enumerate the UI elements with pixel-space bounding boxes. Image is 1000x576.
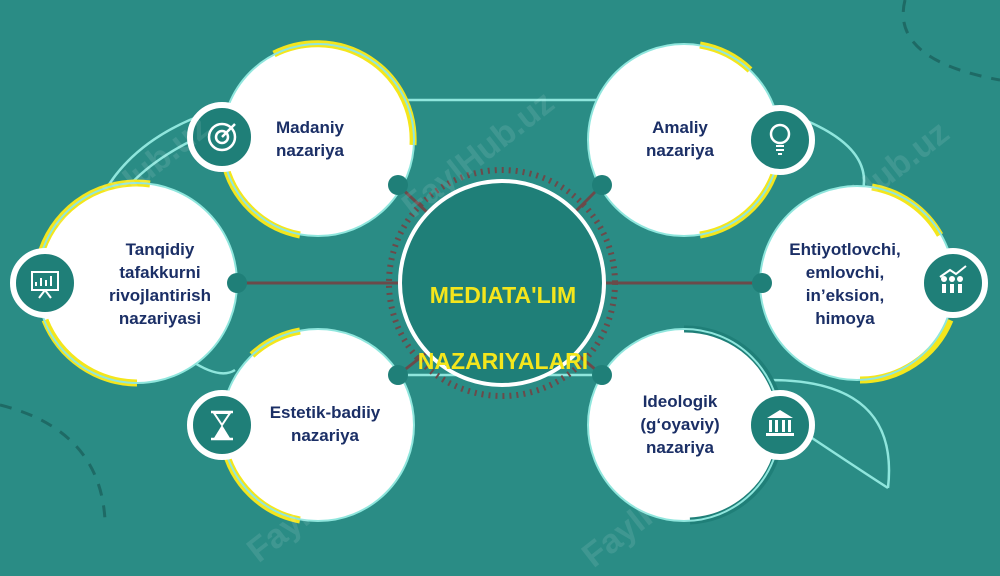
- node-circle-estetik: [222, 329, 414, 521]
- node-circle-madaniy: [222, 44, 414, 236]
- institution-icon: [745, 390, 815, 460]
- node-circle-ideologik: [588, 329, 780, 521]
- people-growth-icon: [918, 248, 988, 318]
- node-circle-ehtiyotlovchi: [760, 186, 954, 380]
- connector-dot: [592, 175, 612, 195]
- node-circle-tanqidiy: [37, 183, 237, 383]
- outline-connector: [769, 378, 891, 489]
- presentation-chart-icon: [10, 248, 80, 318]
- connector-dot: [388, 365, 408, 385]
- connector-dot: [752, 273, 772, 293]
- center-circle: [398, 179, 606, 387]
- center-title-line1: MEDIATA'LIM: [429, 282, 577, 308]
- node-circle-amaliy: [588, 44, 780, 236]
- diagram-canvas: [0, 0, 1000, 525]
- connector-dot: [388, 175, 408, 195]
- node-label-ideologik: Ideologik (g‘oyaviy) nazariya: [640, 392, 720, 457]
- decor-dashed-curve: [901, 0, 1000, 82]
- connector-dot: [227, 273, 247, 293]
- center-title-line2: NAZARIYALARI: [417, 348, 589, 374]
- target-icon: [187, 102, 257, 172]
- connector-dot: [592, 365, 612, 385]
- outline-connector: [799, 428, 889, 490]
- lightbulb-icon: [745, 105, 815, 175]
- hourglass-icon: [187, 390, 257, 460]
- center-title: MEDIATA'LIM NAZARIYALARI: [398, 246, 608, 411]
- center-dotted-ring: [386, 167, 618, 399]
- node-label-madaniy: Madaniy nazariya: [275, 118, 345, 160]
- node-label-tanqidiy: Tanqidiy tafakkurni rivojlantirish nazar…: [108, 240, 212, 328]
- decor-dashed-curve: [0, 403, 107, 521]
- node-label-estetik: Estetik-badiiy nazariya: [269, 403, 381, 445]
- node-label-ehtiyotlovchi: Ehtiyotlovchi, emlovchi, in’eksion, himo…: [789, 240, 901, 328]
- node-label-amaliy: Amaliy nazariya: [645, 118, 715, 160]
